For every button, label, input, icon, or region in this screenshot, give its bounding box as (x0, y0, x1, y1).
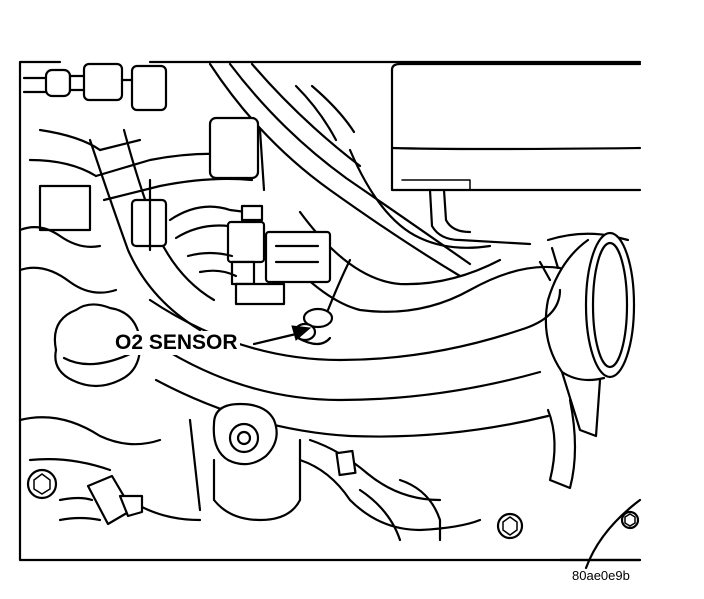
air-cleaner-box (390, 62, 642, 246)
left-engine-contours (18, 178, 162, 472)
top-center-detail (208, 84, 356, 180)
wiring-connector-cluster (168, 118, 332, 306)
top-left-connectors (22, 62, 168, 112)
callout-leader-arrow (252, 325, 312, 346)
bolt-left (26, 468, 58, 500)
lower-left-sensor (58, 474, 144, 526)
lower-hoses (128, 438, 482, 542)
air-intake-duct (538, 231, 636, 490)
bottom-right-curve (584, 498, 642, 570)
intake-hoses (148, 62, 562, 438)
figure-id: 80ae0e9b (572, 568, 630, 583)
pulley-assembly (188, 402, 302, 522)
engine-block-outline (18, 60, 642, 562)
o2-sensor-label: O2 SENSOR (113, 331, 240, 355)
bolt-small (620, 510, 640, 530)
bolt-right (496, 512, 524, 540)
